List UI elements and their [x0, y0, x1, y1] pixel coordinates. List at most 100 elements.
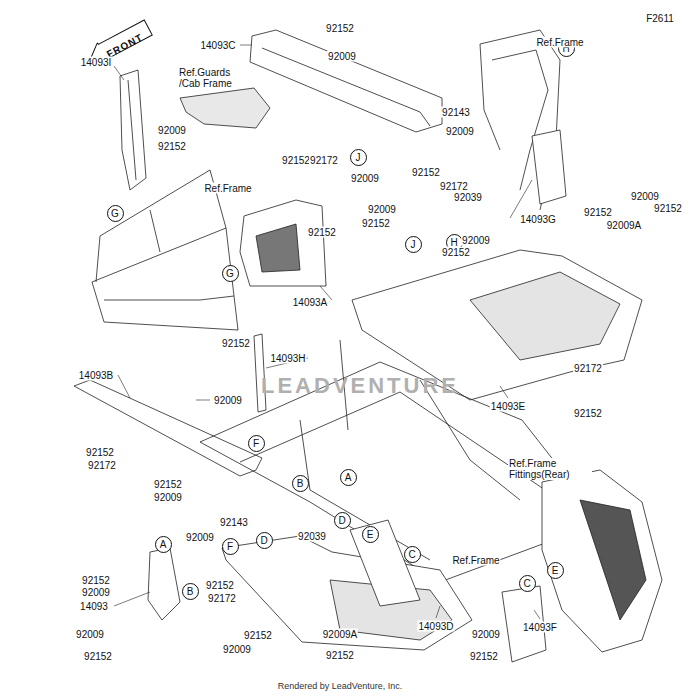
reference-note: Ref.Frame — [203, 183, 252, 194]
part-number: 14093 — [79, 601, 109, 612]
bar-edge — [128, 80, 136, 180]
callout-letter: C — [519, 575, 536, 592]
leader-line — [114, 66, 124, 80]
part-number: 92152 — [573, 408, 603, 419]
cover-recess — [256, 224, 300, 272]
part-number: 14093A — [292, 297, 328, 308]
part-number: 92152 — [85, 447, 115, 458]
part-number: 92152 — [307, 227, 337, 238]
side-bar — [120, 70, 146, 190]
part-number: 92152 — [325, 23, 355, 34]
fender-dark — [580, 500, 646, 620]
part-number: 14093I — [80, 57, 113, 68]
callout-letter-text: D — [260, 535, 267, 546]
part-number: 92009 — [81, 587, 111, 598]
part-number: 92009 — [222, 644, 252, 655]
part-number: 92172 — [87, 460, 117, 471]
callout-letter: G — [107, 205, 124, 222]
part-number: 92152 — [281, 155, 311, 166]
callout-letter: J — [350, 149, 367, 166]
leader-line — [510, 180, 532, 218]
callout-letter: C — [404, 546, 421, 563]
callout-letter-text: C — [408, 549, 415, 560]
part-number: 14093C — [199, 40, 236, 51]
callout-letter-text: E — [552, 565, 559, 576]
credit-note: Rendered by LeadVenture, Inc. — [277, 681, 404, 692]
part-number: 92152 — [325, 650, 355, 661]
part-number: 92009 — [213, 395, 243, 406]
part-number: 92039 — [297, 531, 327, 542]
part-number: 92152 — [221, 338, 251, 349]
part-number: 92009 — [157, 125, 187, 136]
part-number: 92172 — [207, 593, 237, 604]
side-cover — [240, 200, 326, 286]
inner-cover — [350, 520, 420, 606]
part-number: 92009 — [630, 191, 660, 202]
part-number: 92152 — [441, 247, 471, 258]
part-number: 92152 — [583, 207, 613, 218]
part-number: 92172 — [309, 155, 339, 166]
side-rail — [74, 380, 262, 476]
callout-letter: F — [248, 435, 265, 452]
floor-shade — [470, 272, 620, 360]
callout-letter: A — [155, 536, 172, 553]
left-frame — [92, 228, 238, 330]
callout-letter: D — [334, 512, 351, 529]
callout-letter-text: A — [160, 539, 167, 550]
part-number: 92152 — [469, 651, 499, 662]
small-guard — [532, 130, 566, 204]
callout-letter-text: E — [367, 529, 374, 540]
leader-line — [500, 386, 508, 398]
part-number: 92039 — [453, 192, 483, 203]
reference-note: Ref.Frame — [451, 555, 500, 566]
leader-line — [118, 375, 130, 398]
panel-edge — [262, 48, 430, 126]
part-number: 92009A — [606, 220, 642, 231]
callout-letter-text: G — [226, 268, 234, 279]
part-number: 14093E — [490, 401, 526, 412]
frame-tube — [100, 170, 226, 236]
callout-letter: J — [405, 236, 422, 253]
reference-note: Ref.Guards /Cab Frame — [178, 67, 242, 89]
part-number: 14093D — [417, 621, 454, 632]
part-number: 14093F — [522, 622, 558, 633]
part-number: 92152 — [153, 479, 183, 490]
leader-line — [196, 400, 210, 401]
top-panel — [250, 30, 442, 132]
callout-letter-text: D — [338, 515, 345, 526]
callout-letter: D — [256, 532, 273, 549]
part-number: 92152 — [83, 651, 113, 662]
part-number: 92152 — [81, 575, 111, 586]
callout-letter-text: F — [227, 541, 233, 552]
part-number: 92152 — [243, 630, 273, 641]
part-number: 92009 — [153, 492, 183, 503]
part-number: 92143 — [441, 107, 471, 118]
reference-note: Ref.Frame Fittings(Rear) — [508, 458, 592, 480]
callout-letter-text: B — [187, 586, 194, 597]
callout-letter: G — [222, 265, 239, 282]
part-number: 92009 — [350, 173, 380, 184]
callout-letter: A — [340, 469, 357, 486]
leader-line — [114, 592, 150, 606]
callout-letter-text: A — [345, 472, 352, 483]
part-number: 92009 — [471, 629, 501, 640]
watermark: LEADVENTURE — [260, 374, 460, 398]
callout-letter-text: J — [356, 152, 361, 163]
reference-note: F2611 — [645, 13, 675, 24]
frame-rail — [240, 392, 560, 500]
bottom-panel — [222, 536, 472, 650]
part-number: 92152 — [205, 580, 235, 591]
callout-letter: B — [182, 583, 199, 600]
rear-fender — [542, 470, 662, 652]
part-number: 92009 — [327, 51, 357, 62]
frame-tube — [150, 210, 160, 252]
guard-plate — [180, 88, 270, 128]
front-bar — [148, 548, 180, 620]
frame-tube — [104, 296, 234, 300]
callout-letter-text: G — [111, 208, 119, 219]
part-number: 14093H — [269, 353, 306, 364]
callout-letter-text: B — [297, 478, 304, 489]
part-number: 92009 — [367, 204, 397, 215]
callout-letter: F — [222, 538, 239, 555]
